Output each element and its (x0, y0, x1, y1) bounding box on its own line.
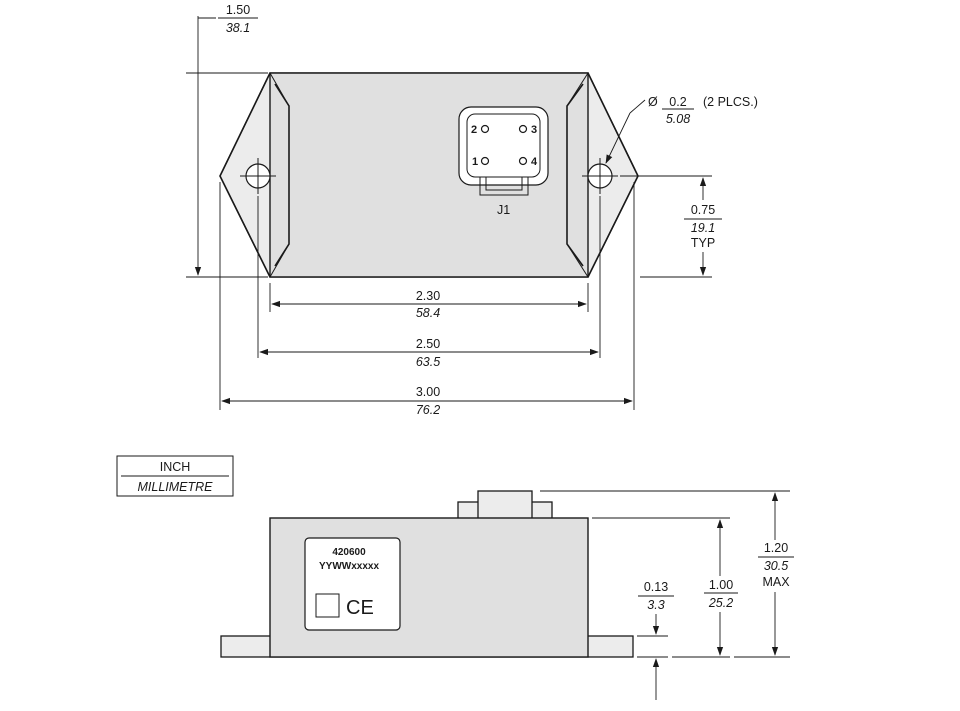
side-view: 420600 YYWWxxxxx CE 0.13 3.3 1.00 25.2 (220, 490, 794, 700)
dim-mm: 76.2 (416, 403, 440, 417)
dim-mm: 30.5 (764, 559, 788, 573)
dim-mm: 58.4 (416, 306, 440, 320)
dimension-hole-offset: 0.75 19.1 TYP (620, 175, 722, 278)
dim-inch: 2.30 (416, 289, 440, 303)
side-connector-top (477, 490, 533, 520)
dim-note: TYP (691, 236, 715, 250)
dim-note: MAX (762, 575, 790, 589)
dim-mm: 19.1 (691, 221, 715, 235)
dim-inch: 0.75 (691, 203, 715, 217)
top-view: 2 3 1 4 J1 1.50 38.1 Ø 0.2 5.08 (2 PLCS.… (186, 3, 758, 417)
dim-mm: 5.08 (666, 112, 690, 126)
pin-label: 3 (531, 124, 537, 136)
dim-mm: 63.5 (416, 355, 440, 369)
connector-label: J1 (497, 203, 510, 217)
dimension-hole-diameter: Ø 0.2 5.08 (2 PLCS.) (605, 95, 758, 164)
legend-inch: INCH (160, 460, 191, 474)
dimension-overall-height: 1.20 30.5 MAX (540, 490, 794, 658)
dimension-flange-thickness: 0.13 3.3 (637, 580, 674, 700)
connector-j1: 2 3 1 4 J1 (458, 106, 549, 217)
housing-bevel (269, 72, 589, 278)
pin-label: 2 (471, 124, 477, 136)
dim-mm: 38.1 (226, 21, 250, 35)
dim-note: (2 PLCS.) (703, 95, 758, 109)
dim-inch: 0.2 (669, 95, 686, 109)
dim-inch: 1.00 (709, 578, 733, 592)
dim-mm: 25.2 (708, 596, 733, 610)
dimension-overall-width: 3.00 76.2 (221, 385, 633, 417)
dimension-body-width: 2.30 58.4 (271, 289, 587, 320)
dim-inch: 3.00 (416, 385, 440, 399)
legend-mm: MILLIMETRE (137, 480, 213, 494)
ce-mark: CE (346, 597, 374, 619)
dimension-body-height: 1.00 25.2 (592, 517, 738, 658)
pin-label: 4 (531, 156, 538, 168)
dim-inch: 2.50 (416, 337, 440, 351)
mounting-hole-right (582, 158, 618, 194)
dimension-height-overall: 1.50 38.1 (186, 3, 268, 278)
dim-inch: 1.20 (764, 541, 788, 555)
units-legend: INCH MILLIMETRE (116, 455, 234, 497)
mounting-hole-left (240, 158, 276, 194)
dim-inch: 1.50 (226, 3, 250, 17)
dimension-hole-spacing: 2.50 63.5 (259, 337, 599, 369)
pin-label: 1 (472, 156, 478, 168)
dim-mm: 3.3 (647, 598, 664, 612)
date-code: YYWWxxxxx (319, 561, 379, 572)
dim-inch: 0.13 (644, 580, 668, 594)
part-number: 420600 (332, 547, 366, 558)
product-label: 420600 YYWWxxxxx CE (304, 537, 401, 631)
diameter-symbol: Ø (648, 95, 658, 109)
